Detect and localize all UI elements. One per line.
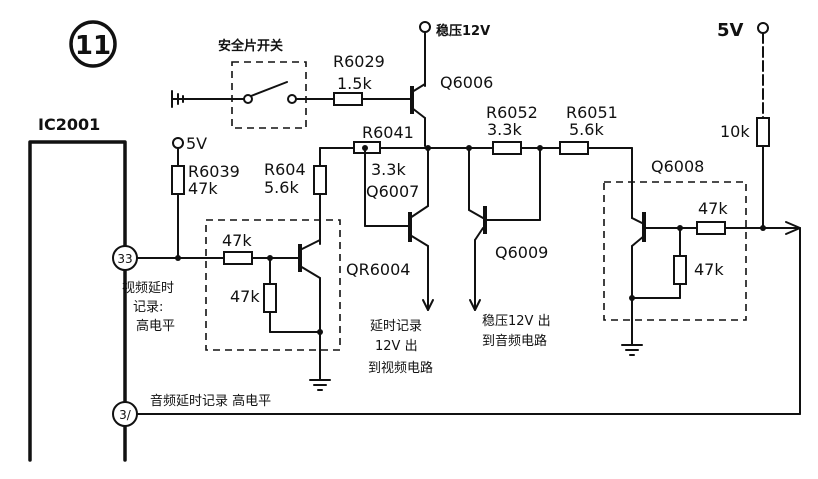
audio-delay-line: 音频延时记录 高电平 [136, 221, 801, 415]
r6039-value: 47k [188, 179, 218, 198]
q6007-label: Q6007 [366, 182, 419, 201]
ic-pin-33-label: 33 [117, 252, 132, 266]
r604x-resistor: R604 5.6k [264, 147, 327, 245]
video-delay-line2: 记录: [133, 300, 163, 315]
stabilized-output-note: 稳压12V 出 到音频电路 [482, 313, 551, 349]
qr6004-block: 47k 47k QR6004 [136, 219, 410, 381]
r6041-name: R6041 [362, 123, 414, 142]
q6009-label: Q6009 [495, 243, 548, 262]
stab-out-line1: 稳压12V 出 [482, 313, 551, 329]
q8-be-res-value: 47k [694, 260, 724, 279]
r6052-name: R6052 [486, 103, 538, 122]
v5-top-label: 5V [717, 20, 744, 41]
v5-left-label: 5V [186, 134, 207, 153]
ic-pin-31-label: 3/ [119, 408, 132, 422]
v5-left-supply: 5V [172, 134, 207, 167]
v12-supply: 稳压12V [419, 21, 490, 87]
safety-switch-label: 安全片开关 [218, 38, 283, 54]
r6039-name: R6039 [188, 162, 240, 181]
delay-out-line3: 到视频电路 [368, 360, 433, 376]
qr-base-res-value: 47k [222, 231, 252, 250]
video-delay-line1: 视频延时 [122, 281, 174, 296]
qr-be-res-value: 47k [230, 287, 260, 306]
q6008-label: Q6008 [651, 157, 704, 176]
r6041-resistor: R6041 3.3k [353, 123, 494, 179]
r6052-resistor: R6052 3.3k [486, 103, 561, 155]
ic2001-label: IC2001 [38, 115, 100, 134]
r10k-resistor: 10k [720, 117, 770, 229]
r604x-name: R604 [264, 160, 306, 179]
r6052-value: 3.3k [487, 120, 522, 139]
video-delay-note: 视频延时 记录: 高电平 [122, 281, 175, 334]
r6051-value: 5.6k [569, 120, 604, 139]
q6006-label: Q6006 [440, 73, 493, 92]
qr6004-label: QR6004 [346, 260, 410, 279]
q6006-transistor: Q6006 [410, 73, 493, 147]
ground-symbol-qr [309, 379, 331, 391]
q6008-block: Q6008 47k 47k [603, 157, 801, 346]
r10k-value: 10k [720, 122, 750, 141]
figure-number-badge: 11 [69, 20, 117, 68]
r6051-resistor: R6051 5.6k [559, 103, 633, 219]
r6029-resistor: R6029 1.5k [333, 52, 413, 106]
delay-out-line2: 12V 出 [375, 339, 418, 354]
q6009-transistor: Q6009 [468, 147, 548, 311]
r6051-name: R6051 [566, 103, 618, 122]
figure-number: 11 [75, 31, 111, 61]
stab-out-line2: 到音频电路 [482, 333, 547, 349]
q8-base-res-value: 47k [698, 199, 728, 218]
v12-label: 稳压12V [436, 23, 490, 39]
safety-switch: 安全片开关 [218, 38, 335, 129]
video-delay-line3: 高电平 [136, 318, 175, 334]
r6041-value: 3.3k [371, 160, 406, 179]
delay-record-output-note: 延时记录 12V 出 到视频电路 [368, 319, 433, 376]
r6039-resistor: R6039 47k [171, 162, 240, 259]
ic2001-block: IC2001 33 3/ [28, 115, 138, 462]
r6029-value: 1.5k [337, 74, 372, 93]
audio-delay-note: 音频延时记录 高电平 [150, 393, 271, 409]
r6029-name: R6029 [333, 52, 385, 71]
r604x-value: 5.6k [264, 178, 299, 197]
ground-symbol-right [621, 344, 643, 356]
ground-symbol-left [171, 90, 245, 108]
v5-top-supply: 5V [717, 20, 769, 119]
delay-out-line1: 延时记录 [370, 319, 422, 334]
q6007-transistor: Q6007 [364, 147, 434, 311]
